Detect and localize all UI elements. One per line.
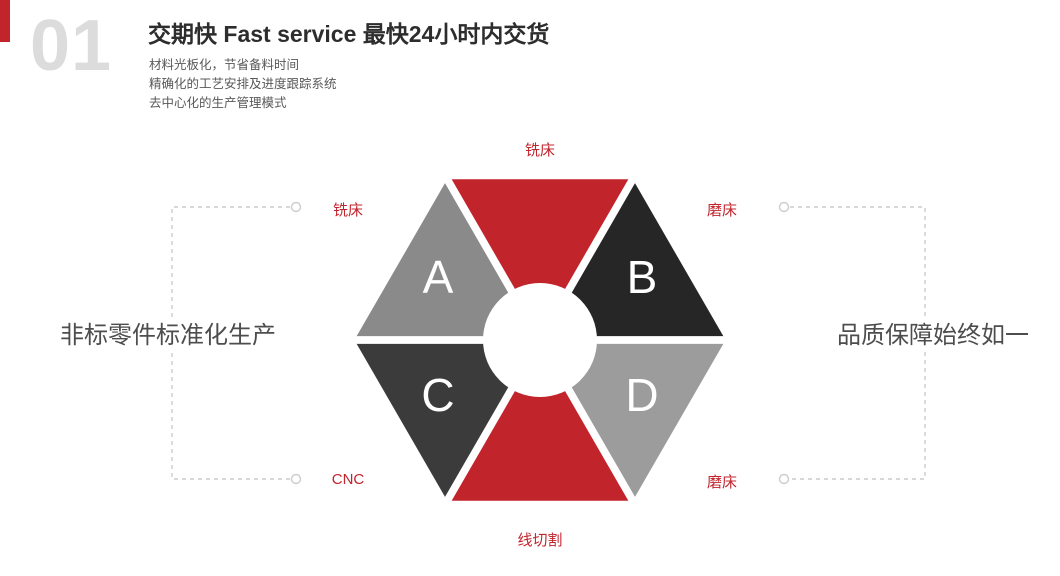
connector-node-left-bottom [290,473,302,485]
subtitle-line-2: 精确化的工艺安排及进度跟踪系统 [149,77,337,91]
page-title: 交期快 Fast service 最快24小时内交货 [148,21,550,47]
center-circle [483,283,597,397]
index-number: 01 [30,6,113,86]
connector-node-left-top [290,201,302,213]
label-lower-right: 磨床 [706,474,737,491]
connector-node-right-bottom [778,473,790,485]
label-upper-right: 磨床 [706,202,737,219]
hex-segment-upper-left [356,183,534,337]
hex-segment-bottom [451,347,629,501]
side-text-right: 品质保障始终如一 [828,320,1038,352]
side-text-left: 非标零件标准化生产 [46,320,290,352]
subtitle-line-3: 去中心化的生产管理模式 [149,96,287,110]
connector-node-right-top [778,201,790,213]
hex-segment-upper-right [546,183,724,337]
label-lower-left: CNC [331,471,365,488]
label-bottom: 线切割 [517,532,563,549]
hex-segment-lower-right [546,343,724,497]
hex-segment-top [451,179,629,333]
accent-bar [0,0,10,42]
label-top: 铣床 [524,142,555,159]
hex-segment-lower-left [356,343,534,497]
connector-left [171,206,290,480]
label-upper-left: 铣床 [332,202,363,219]
hex-segments-group [356,179,724,501]
subtitle-block: 材料光板化，节省备料时间 精确化的工艺安排及进度跟踪系统 去中心化的生产管理模式 [149,56,337,113]
connector-right [790,206,926,480]
subtitle-line-1: 材料光板化，节省备料时间 [149,58,300,72]
